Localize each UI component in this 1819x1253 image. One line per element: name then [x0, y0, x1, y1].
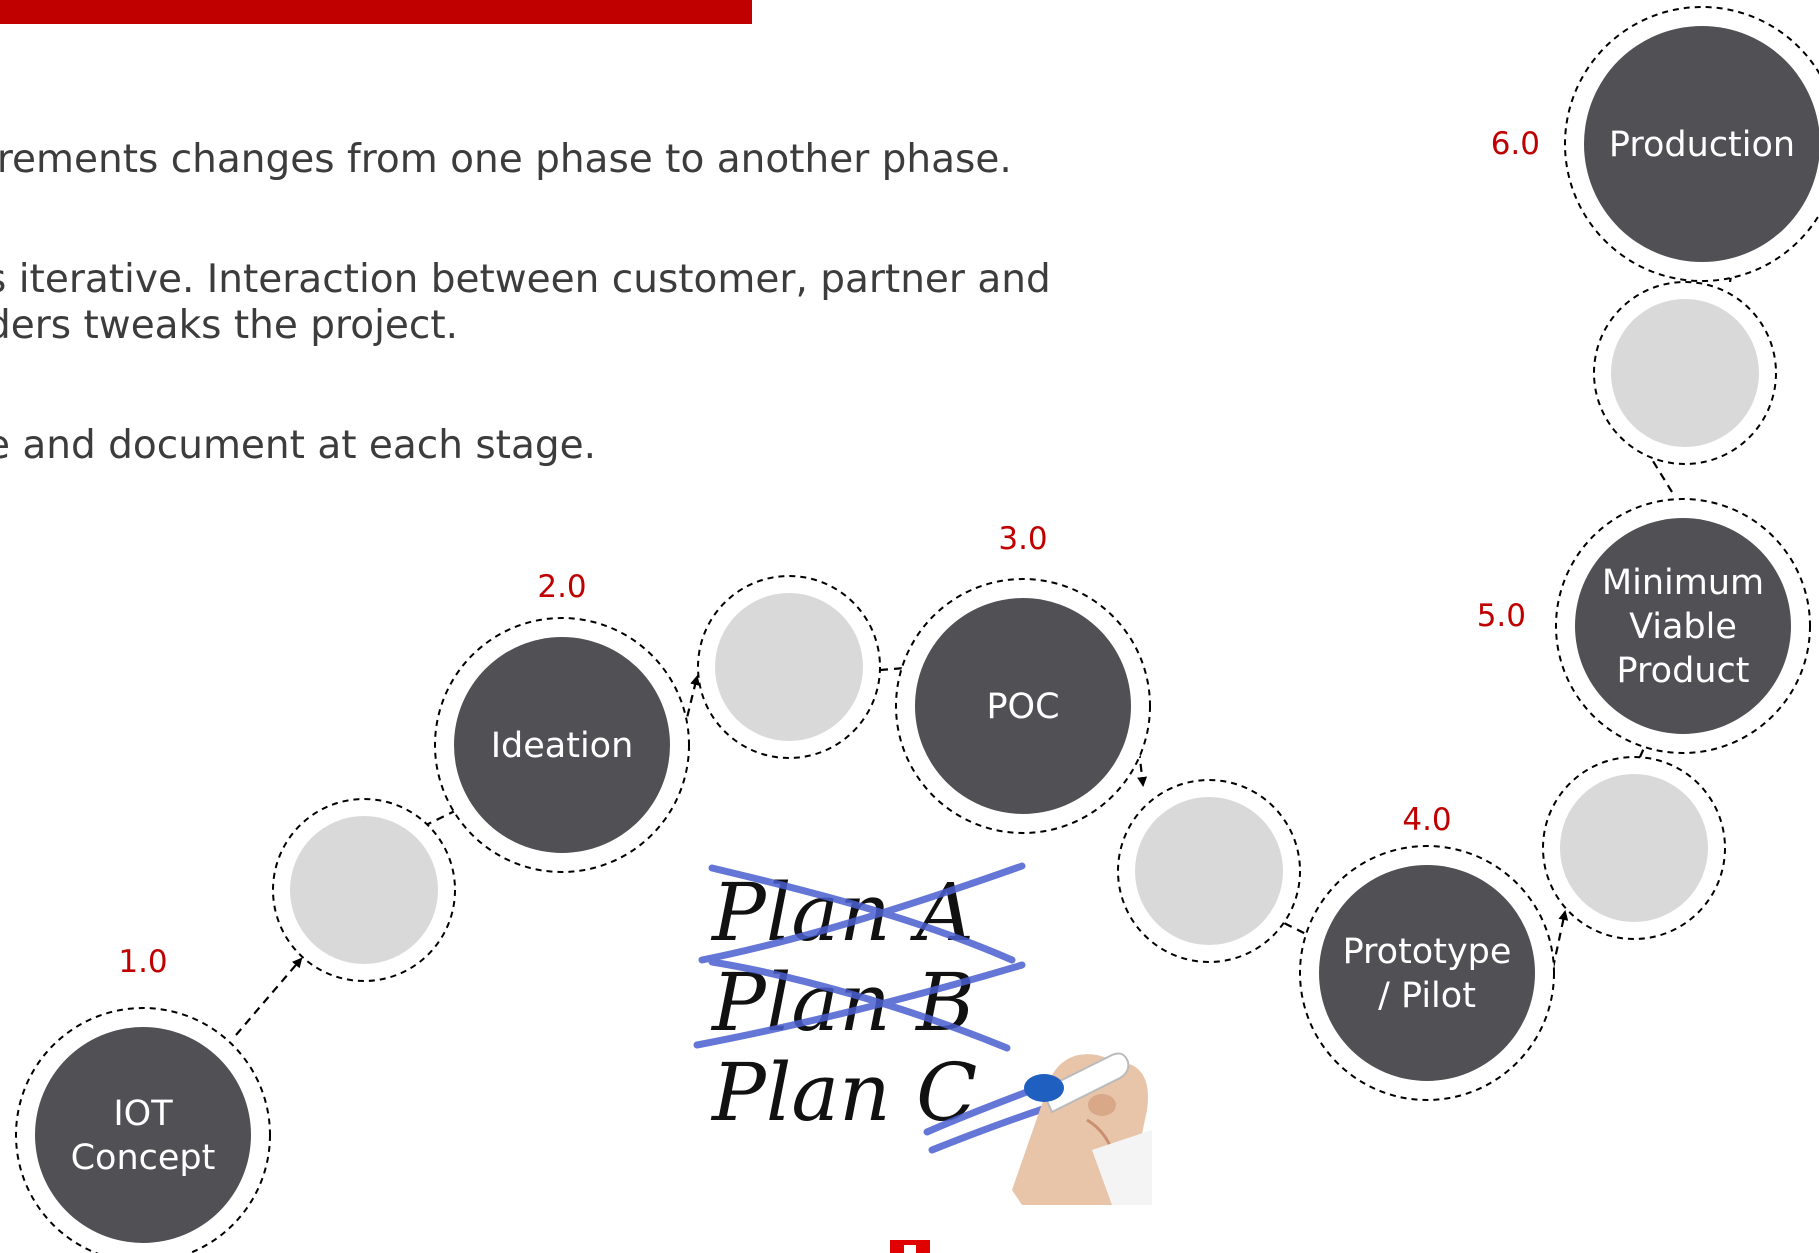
stage-production-circle [1584, 26, 1819, 262]
stage-prototype-label: Prototype [1343, 932, 1512, 972]
connector-7 [1551, 910, 1569, 969]
step-circle-3 [1117, 779, 1301, 963]
connector-9 [1638, 438, 1673, 493]
stage-iot-concept-label: Concept [71, 1138, 216, 1178]
title-accent-bar [0, 0, 752, 24]
connector-8 [1638, 731, 1653, 758]
stage-mvp-circle [1575, 518, 1791, 734]
stage-prototype-version: 4.0 [1402, 802, 1451, 838]
stage-iot-concept-circle [35, 1027, 251, 1243]
footer-logo-mark [890, 1240, 930, 1253]
stage-poc-label: POC [986, 687, 1059, 727]
bullet-line-3: ders tweaks the project. [0, 303, 459, 348]
stage-mvp-version: 5.0 [1477, 598, 1526, 634]
bullet-list: irements changes from one phase to anoth… [0, 0, 1300, 480]
stage-production-version: 6.0 [1491, 126, 1540, 162]
stage-mvp-label: Product [1617, 651, 1750, 691]
step-circle-5 [1593, 281, 1777, 465]
connector-4 [879, 666, 906, 672]
stage-ideation: Ideation 2.0 [434, 569, 690, 873]
plan-c-text: Plan C [710, 1046, 977, 1139]
step-circle-2 [697, 575, 881, 759]
bullet-line-4: e and document at each stage. [0, 423, 597, 468]
stage-ideation-circle [454, 637, 670, 853]
stage-poc: POC 3.0 [895, 521, 1151, 834]
stage-mvp-label: Minimum [1602, 563, 1764, 603]
stage-iot-concept-label: IOT [113, 1094, 173, 1134]
stage-ideation-version: 2.0 [537, 569, 586, 605]
step-circle-1 [272, 798, 456, 982]
stage-poc-circle [915, 598, 1131, 814]
step-circle-4 [1542, 756, 1726, 940]
bullet-line-2: s iterative. Interaction between custome… [0, 257, 1051, 302]
stage-iot-concept-version: 1.0 [118, 944, 167, 980]
connector-1 [235, 957, 303, 1036]
bullet-line-1: irements changes from one phase to anoth… [0, 137, 1012, 182]
stage-production: Production 6.0 [1491, 6, 1819, 282]
stage-ideation-label: Ideation [491, 726, 634, 766]
marker-pen-icon [1012, 1052, 1152, 1205]
connector-3 [682, 675, 700, 731]
stage-prototype: Prototype/ Pilot 4.0 [1299, 802, 1555, 1101]
stage-production-label: Production [1609, 125, 1795, 165]
stage-prototype-label: / Pilot [1378, 976, 1476, 1016]
stage-poc-version: 3.0 [998, 521, 1047, 557]
step-circles [272, 281, 1777, 982]
plan-change-image: Plan A Plan B Plan C [672, 850, 1152, 1205]
stage-prototype-circle [1319, 865, 1535, 1081]
stage-mvp-label: Viable [1629, 607, 1737, 647]
